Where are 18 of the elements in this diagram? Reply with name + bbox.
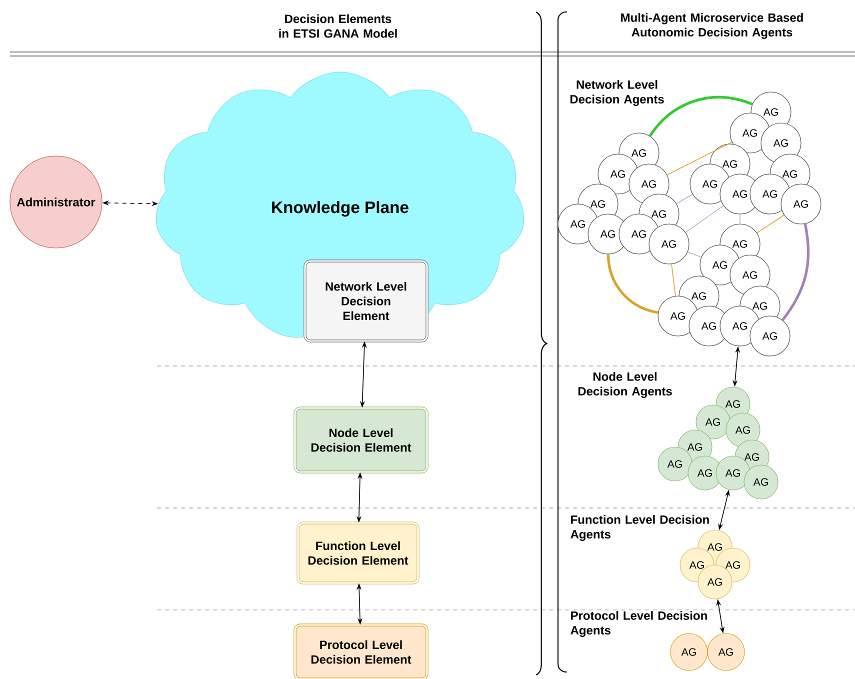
connector-line: [781, 224, 810, 321]
decision-box: Network Level Decision Element: [304, 260, 428, 342]
group-label: Network Level Decision Agents: [570, 80, 664, 106]
decision-box: Function Level Decision Element: [296, 522, 420, 584]
connector-line: [756, 214, 784, 234]
connector-line: [666, 142, 732, 176]
connector-line: [671, 264, 676, 296]
connector-line: [648, 96, 753, 137]
column-heading: Decision Elements in ETSI GANA Model: [279, 14, 397, 38]
connector-line: [606, 254, 658, 314]
circle-node: Administrator: [10, 156, 102, 248]
decision-box: Node Level Decision Element: [294, 406, 428, 474]
connector-line: [685, 205, 724, 233]
connector-line: [687, 251, 702, 258]
group-label: Node Level Decision Agents: [578, 372, 672, 398]
decision-box: Protocol Level Decision Element: [294, 624, 428, 679]
column-heading: Multi-Agent Microservice Based Autonomic Decision Agents: [621, 13, 803, 39]
connector-line: [676, 194, 693, 204]
